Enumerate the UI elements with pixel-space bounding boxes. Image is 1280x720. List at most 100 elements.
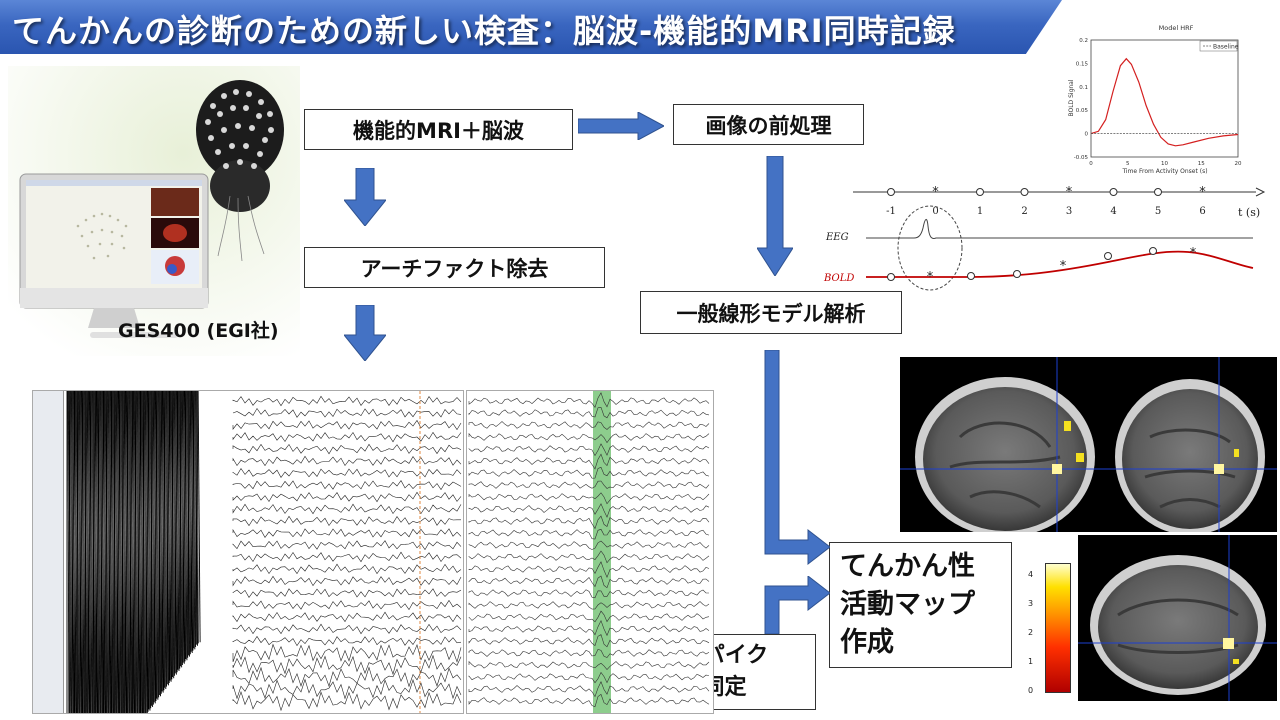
eeg-channel-trace — [232, 599, 462, 611]
hrf-xtick-label: 5 — [1126, 161, 1130, 167]
hrf-xtick-label: 15 — [1198, 161, 1205, 167]
colorbar-tick-label: 4 — [1028, 570, 1034, 579]
bold-circle-marker — [1149, 247, 1157, 255]
step-fmri-eeg-label: 機能的MRI＋脳波 — [353, 118, 524, 143]
eeg-clean-channel-trace — [468, 681, 710, 698]
eeg-artifact-stroke — [194, 391, 197, 648]
eeg-artifact-stroke — [101, 391, 104, 713]
eeg-clean-channel-trace — [468, 561, 710, 578]
eeg-artifact-stroke — [136, 391, 138, 713]
eeg-artifact-stroke — [130, 391, 133, 713]
eeg-clean-channel-trace — [468, 392, 710, 408]
timeline-tick-label: 1 — [977, 206, 983, 217]
eeg-artifact-stroke — [99, 391, 102, 713]
eeg-channel-list — [33, 391, 64, 713]
eeg-artifact-stroke — [83, 391, 86, 713]
eeg-clean-channel-trace — [468, 610, 710, 623]
eeg-artifact-stroke — [128, 391, 131, 713]
eeg-artifact-stroke — [114, 391, 117, 713]
eeg-artifact-stroke — [197, 391, 201, 643]
eeg-artifact-stroke — [122, 391, 125, 713]
eeg-channel-trace — [232, 455, 462, 467]
title-bar — [0, 0, 1062, 54]
eeg-artifact-stroke — [109, 391, 112, 713]
eeg-clean-channel-trace — [468, 421, 710, 430]
hrf-ytick-label: 0.05 — [1076, 108, 1089, 114]
eeg-artifact-stroke — [186, 391, 189, 658]
eeg-channel-trace — [232, 528, 462, 538]
colorbar-tick-label: 1 — [1028, 657, 1034, 666]
eeg-artifact-stroke — [165, 391, 168, 687]
eeg-channel-trace — [232, 395, 462, 407]
hrf-legend-label: Baseline — [1213, 44, 1239, 51]
eeg-clean-channel-trace — [468, 432, 710, 444]
eeg-artifact-stroke — [112, 391, 115, 713]
bold-circle-marker — [967, 272, 975, 280]
eeg-artifact-stroke — [138, 391, 141, 713]
bold-circle-marker — [1013, 270, 1021, 278]
eeg-channel-trace — [232, 588, 462, 598]
eeg-clean-channel-trace — [468, 693, 710, 708]
eeg-artifact-stroke — [146, 391, 149, 712]
eeg-raw-panel — [32, 390, 464, 714]
eeg-clean-channel-trace — [468, 660, 710, 671]
step-preprocess-box: 画像の前処理 — [673, 104, 864, 145]
eeg-channel-trace — [232, 643, 462, 663]
eeg-artifact-stroke — [70, 391, 72, 713]
timeline-axis-label: t (s) — [1238, 206, 1260, 219]
eeg-artifact-stroke — [170, 391, 173, 680]
eeg-clean-channel-trace — [468, 671, 710, 684]
eeg-artifact-stroke — [107, 391, 109, 713]
arrow-down-2 — [344, 305, 386, 361]
eeg-clean-channel-trace — [468, 466, 710, 479]
eeg-channel-trace — [232, 690, 462, 712]
eeg-artifact-stroke — [183, 391, 186, 662]
eeg-artifact-stroke — [104, 391, 107, 713]
eeg-clean-channel-trace — [468, 575, 710, 589]
eeg-artifact-stroke — [154, 391, 157, 702]
eeg-clean-channel-trace — [468, 619, 710, 637]
device-photo — [8, 66, 300, 356]
timeline-bold-label: BOLD — [823, 273, 854, 284]
hrf-title: Model HRF — [1159, 24, 1194, 32]
eeg-channel-trace — [232, 611, 462, 623]
arrow-down-3 — [757, 156, 793, 276]
eeg-channel-trace — [232, 666, 462, 688]
eeg-artifact-stroke — [72, 391, 75, 713]
colorbar-tick-label: 0 — [1028, 686, 1034, 695]
eeg-artifact-stroke — [120, 391, 123, 713]
colorbar-tick-label: 2 — [1028, 628, 1034, 637]
hrf-ytick-label: 0.15 — [1076, 61, 1089, 67]
timeline-eeg-label: EEG — [825, 232, 849, 243]
timeline-circle-marker — [1109, 188, 1118, 196]
eeg-clean-panel — [466, 390, 714, 714]
eeg-channel-trace — [232, 540, 462, 551]
eeg-channel-trace — [232, 635, 462, 647]
timeline-circle-marker — [887, 188, 895, 196]
eeg-clean-channel-trace — [468, 492, 710, 505]
page-title: てんかんの診断のための新しい検査：脳波-機能的MRI同時記録 — [12, 12, 956, 50]
eeg-channel-trace — [232, 515, 461, 527]
hrf-xtick-label: 10 — [1161, 161, 1168, 167]
eeg-clean-channel-trace — [468, 443, 710, 457]
eeg-artifact-stroke — [149, 391, 152, 709]
eeg-clean-channel-trace — [468, 480, 710, 489]
timeline-circle-marker — [976, 188, 984, 196]
eeg-channel-trace — [232, 678, 462, 700]
eeg-channel-trace — [232, 467, 462, 478]
eeg-channel-trace — [232, 503, 462, 515]
eeg-channel-trace — [232, 575, 462, 587]
timeline-tick-label: 0 — [932, 206, 938, 217]
hrf-ytick-label: 0.2 — [1079, 38, 1088, 44]
eeg-clean-channel-trace — [468, 601, 710, 610]
eeg-clean-channel-trace — [468, 634, 710, 648]
eeg-artifact-stroke — [167, 391, 170, 684]
arrow-elbow-glm-to-map — [764, 350, 830, 566]
eeg-channel-trace — [232, 563, 462, 575]
hrf-ytick-label: -0.05 — [1074, 155, 1089, 161]
step-glm-label: 一般線形モデル解析 — [676, 301, 866, 326]
eeg-artifact-stroke — [75, 391, 78, 713]
eeg-clean-channel-trace — [468, 589, 709, 599]
